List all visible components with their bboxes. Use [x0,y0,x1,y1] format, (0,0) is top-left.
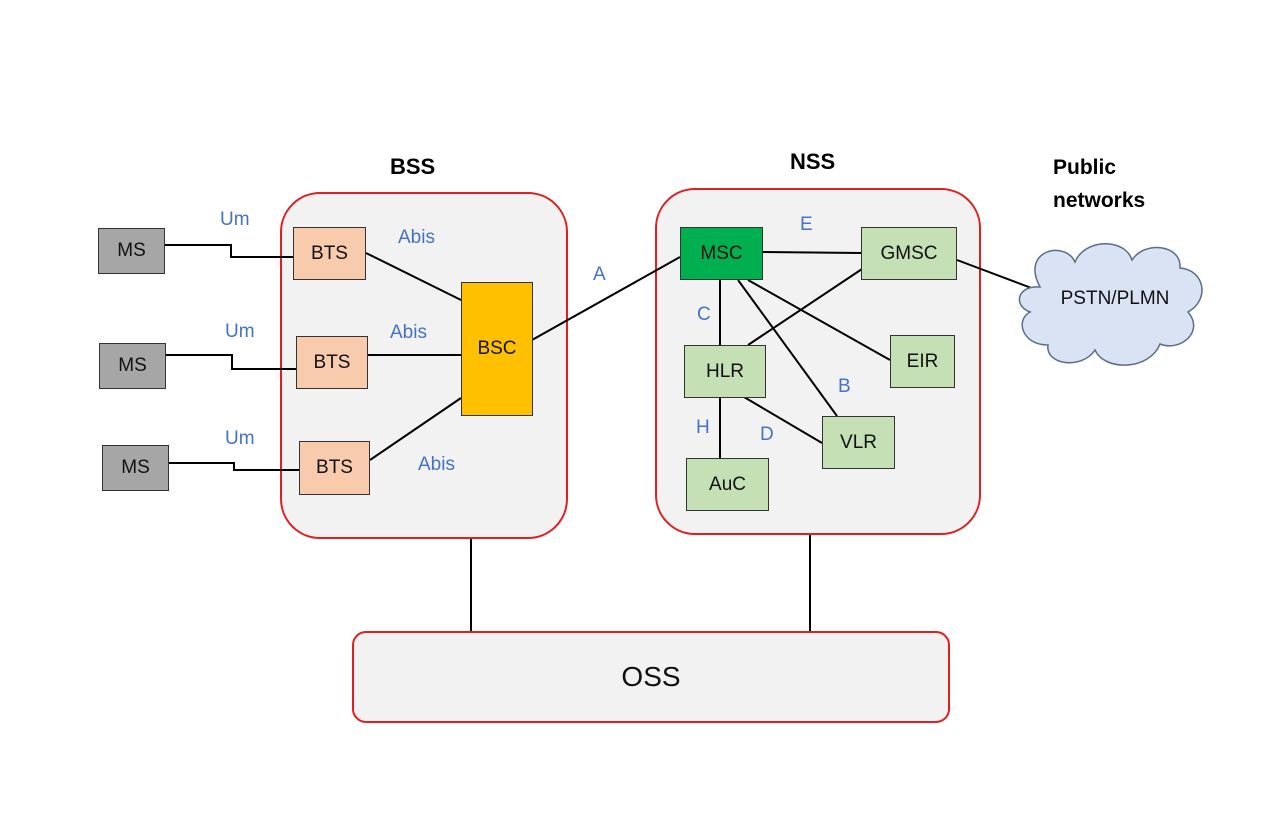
ms-node-2: MS [99,343,166,389]
public-networks-title: Public networks [1053,151,1145,217]
um-link-3 [169,462,299,471]
nss-title: NSS [790,149,836,174]
public-networks-line-1: Public [1053,156,1117,179]
um-link-2 [166,354,296,370]
d-link [743,396,823,444]
e-label: E [800,214,813,235]
a-link [531,256,681,341]
um-label-1: Um [220,209,250,230]
public-networks-line-2: networks [1053,189,1146,212]
gmsc-node: GMSC [861,227,957,280]
e-link [762,251,862,254]
bss-title: BSS [390,154,436,179]
msc-vlr-link [737,279,838,417]
a-label: A [593,264,606,285]
h-label: H [696,417,710,438]
um-label-2: Um [225,321,255,342]
eir-node: EIR [890,335,955,388]
hlr-node: HLR [684,345,766,398]
pstn-cloud-icon [1018,243,1203,366]
vlr-node: VLR [822,416,895,469]
um-label-3: Um [225,428,255,449]
oss-region: OSS [352,631,950,723]
oss-label: OSS [621,661,681,692]
abis-link-1 [365,252,462,301]
abis-label-2: Abis [390,322,427,343]
abis-label-3: Abis [418,454,455,475]
um-link-1 [165,244,293,258]
gmsc-pstn-link [956,259,1035,290]
msc-eir-link [747,279,891,361]
ms-node-3: MS [102,445,169,491]
abis-label-1: Abis [398,227,435,248]
pstn-plmn-label: PSTN/PLMN [1060,288,1170,309]
ms-node-1: MS [98,228,165,274]
c-label: C [697,304,711,325]
bsc-node: BSC [461,282,533,416]
bts-node-1: BTS [293,227,366,280]
auc-node: AuC [686,458,769,511]
bts-node-2: BTS [296,336,368,389]
abis-link-3 [369,397,462,461]
hlr-gmsc-link [747,266,866,346]
bts-node-3: BTS [299,441,370,495]
msc-node: MSC [680,227,763,280]
b-label: B [838,376,851,397]
d-label: D [760,424,774,445]
